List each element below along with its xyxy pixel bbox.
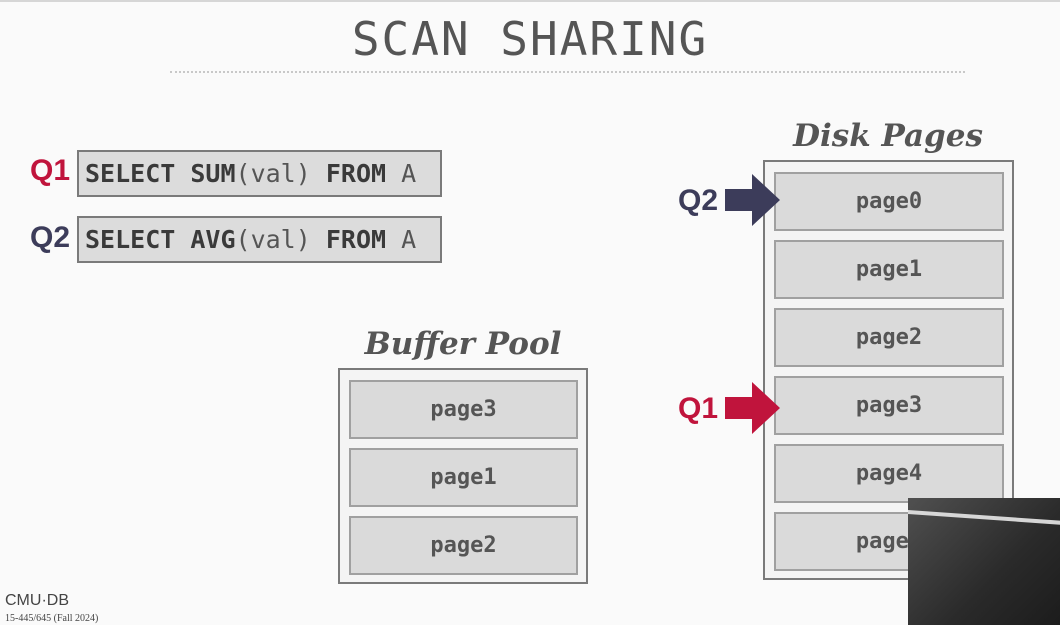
query-box-q2: SELECT AVG(val) FROM A <box>77 216 442 263</box>
query-label-q2: Q2 <box>30 221 71 254</box>
logo-text: CMU·DB <box>5 592 69 609</box>
buffer-pool: page3 page1 page2 <box>338 368 588 584</box>
pointer-label-q1: Q1 <box>678 392 719 425</box>
slide-frame <box>0 0 1060 2</box>
buffer-pool-page: page1 <box>349 448 578 507</box>
title-divider <box>170 71 965 73</box>
course-label: 15-445/645 (Fall 2024) <box>5 613 99 624</box>
arrow-shape-q2 <box>725 174 780 226</box>
pointer-arrow-q2 <box>725 174 780 226</box>
query-keyword: FROM <box>325 159 387 188</box>
buffer-pool-heading: Buffer Pool <box>364 326 562 362</box>
query-function: SUM <box>190 159 236 188</box>
disk-page: page1 <box>774 240 1004 299</box>
disk-page: page0 <box>774 172 1004 231</box>
buffer-pool-page: page3 <box>349 380 578 439</box>
disk-page: page2 <box>774 308 1004 367</box>
arrow-shape-q1 <box>725 382 780 434</box>
query-box-q1: SELECT SUM(val) FROM A <box>77 150 442 197</box>
query-keyword: SELECT <box>85 159 176 188</box>
disk-page: page4 <box>774 444 1004 503</box>
query-argument: (val) <box>235 225 311 254</box>
pointer-arrow-q1 <box>725 382 780 434</box>
query-argument: (val) <box>235 159 311 188</box>
cmu-db-logo: CMU·DB <box>5 592 69 610</box>
slide-title: SCAN SHARING <box>351 12 709 66</box>
webcam-overlay <box>908 498 1060 625</box>
buffer-pool-page: page2 <box>349 516 578 575</box>
query-keyword: FROM <box>325 225 387 254</box>
query-table: A <box>401 225 417 254</box>
query-function: AVG <box>190 225 236 254</box>
disk-pages-heading: Disk Pages <box>793 118 983 154</box>
query-label-q1: Q1 <box>30 154 71 187</box>
query-keyword: SELECT <box>85 225 176 254</box>
disk-pages: page0 page1 page2 page3 page4 page5 <box>763 160 1014 580</box>
disk-page: page3 <box>774 376 1004 435</box>
pointer-label-q2: Q2 <box>678 184 719 217</box>
query-table: A <box>401 159 417 188</box>
webcam-light-streak <box>908 509 1060 527</box>
